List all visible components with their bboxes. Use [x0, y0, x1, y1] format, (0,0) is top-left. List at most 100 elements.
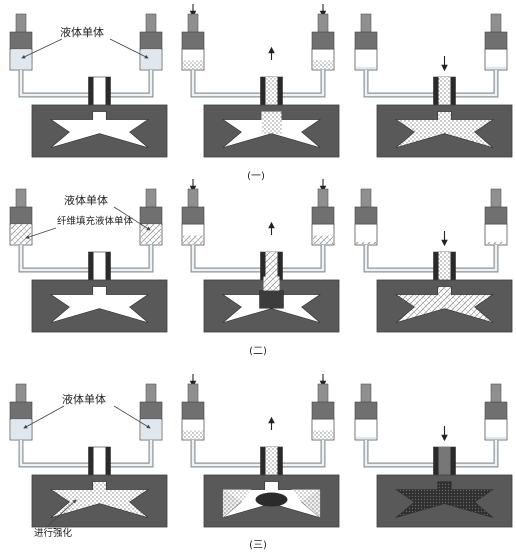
feed-pipe-bore: [191, 70, 261, 97]
nozzle-wall-left: [88, 252, 94, 282]
liquid-monomer-label-2: 液体单体: [64, 193, 108, 207]
feed-pipe-bore: [364, 440, 434, 467]
piston-head: [9, 206, 33, 225]
feed-pipe-bore: [19, 440, 89, 467]
piston-rod: [490, 13, 502, 35]
feed-pipe-bore: [364, 70, 434, 97]
mold-cavity: [394, 286, 495, 323]
feed-pipe-bore: [282, 70, 325, 97]
feed-pipe: [282, 245, 326, 273]
nozzle-wall-right: [450, 252, 456, 282]
fiber-filled-monomer-label: 纤维填充液体单体: [57, 215, 134, 227]
feed-pipe: [190, 440, 261, 468]
nozzle-wall-left: [433, 252, 439, 282]
piston-head: [139, 401, 163, 420]
panel-row1-col2: [181, 4, 340, 158]
injected-material: [261, 111, 282, 134]
feed-pipe: [282, 70, 326, 98]
feed-pipe: [110, 440, 154, 468]
piston-rod: [317, 383, 329, 405]
piston-rod: [15, 13, 27, 35]
piston-rod: [15, 383, 27, 405]
panel-row3-col2: [181, 374, 340, 528]
piston-rod: [360, 13, 372, 35]
panel-row1-col1: [9, 13, 168, 158]
monomer-liquid: [313, 235, 333, 244]
row-label-2: (二): [249, 346, 267, 357]
monomer-liquid: [183, 60, 203, 69]
nozzle-wall-left: [260, 447, 266, 477]
piston-head: [484, 206, 508, 225]
row-label-1: (一): [247, 171, 265, 182]
piston-rod: [145, 188, 157, 210]
piston-head: [181, 31, 205, 50]
nozzle-wall-right: [105, 77, 111, 107]
piston-rod: [490, 383, 502, 405]
piston-head: [311, 206, 335, 225]
panel-row2-col1: [9, 188, 168, 333]
piston-rod: [187, 188, 199, 210]
feed-pipe-bore: [364, 245, 434, 272]
feed-pipe: [455, 245, 499, 273]
feed-pipe: [18, 70, 89, 98]
mold-cavity: [49, 481, 150, 518]
mixing-head-content: [438, 77, 451, 107]
feed-pipe: [455, 70, 499, 98]
piston-rod: [360, 383, 372, 405]
piston-rod: [15, 188, 27, 210]
nozzle-wall-right: [450, 447, 456, 477]
piston-head: [311, 31, 335, 50]
piston-rod: [145, 13, 157, 35]
piston-head: [9, 401, 33, 420]
piston-head: [139, 206, 163, 225]
monomer-liquid: [313, 430, 333, 439]
piston-head: [484, 31, 508, 50]
feed-pipe-bore: [282, 440, 325, 467]
mixing-head-content: [265, 252, 278, 282]
nozzle-wall-right: [105, 447, 111, 477]
panel-row3-col1: [9, 383, 168, 528]
feed-pipe-bore: [110, 70, 153, 97]
feed-pipe-bore: [19, 70, 89, 97]
feed-pipe-bore: [191, 245, 261, 272]
monomer-liquid: [11, 419, 31, 439]
piston-rod: [360, 188, 372, 210]
monomer-liquid: [356, 436, 376, 439]
injected-material: [259, 290, 284, 309]
feed-pipe: [363, 440, 434, 468]
nozzle-wall-right: [450, 77, 456, 107]
leader-line: [113, 405, 151, 429]
mold-cavity: [49, 111, 150, 148]
strengthen-label: 进行强化: [34, 527, 73, 539]
piston-head: [311, 401, 335, 420]
leader-line: [21, 38, 63, 59]
nozzle-wall-left: [88, 77, 94, 107]
piston-rod: [187, 383, 199, 405]
piston-rod: [317, 188, 329, 210]
mold-cavity: [394, 481, 495, 518]
mold-cavity: [49, 286, 150, 323]
piston-head: [139, 31, 163, 50]
nozzle-wall-left: [260, 252, 266, 282]
piston-rod: [187, 13, 199, 35]
feed-pipe-bore: [455, 440, 498, 467]
liquid-monomer-label-3: 液体单体: [62, 392, 106, 406]
monomer-liquid: [141, 419, 161, 439]
mixing-head-content: [265, 77, 278, 107]
leader-line: [113, 206, 151, 231]
monomer-liquid: [486, 241, 506, 244]
monomer-liquid: [486, 66, 506, 69]
monomer-liquid: [141, 224, 161, 244]
leader-line: [47, 499, 77, 527]
monomer-liquid: [313, 60, 333, 69]
reinforcement-right: [291, 489, 321, 518]
feed-pipe: [110, 70, 154, 98]
monomer-liquid: [11, 49, 31, 69]
feed-pipe-bore: [110, 440, 153, 467]
piston-rod: [317, 13, 329, 35]
monomer-liquid: [183, 235, 203, 244]
feed-pipe-bore: [455, 245, 498, 272]
process-panels: [9, 4, 513, 528]
piston-head: [484, 401, 508, 420]
panel-row3-col3: [354, 383, 513, 528]
